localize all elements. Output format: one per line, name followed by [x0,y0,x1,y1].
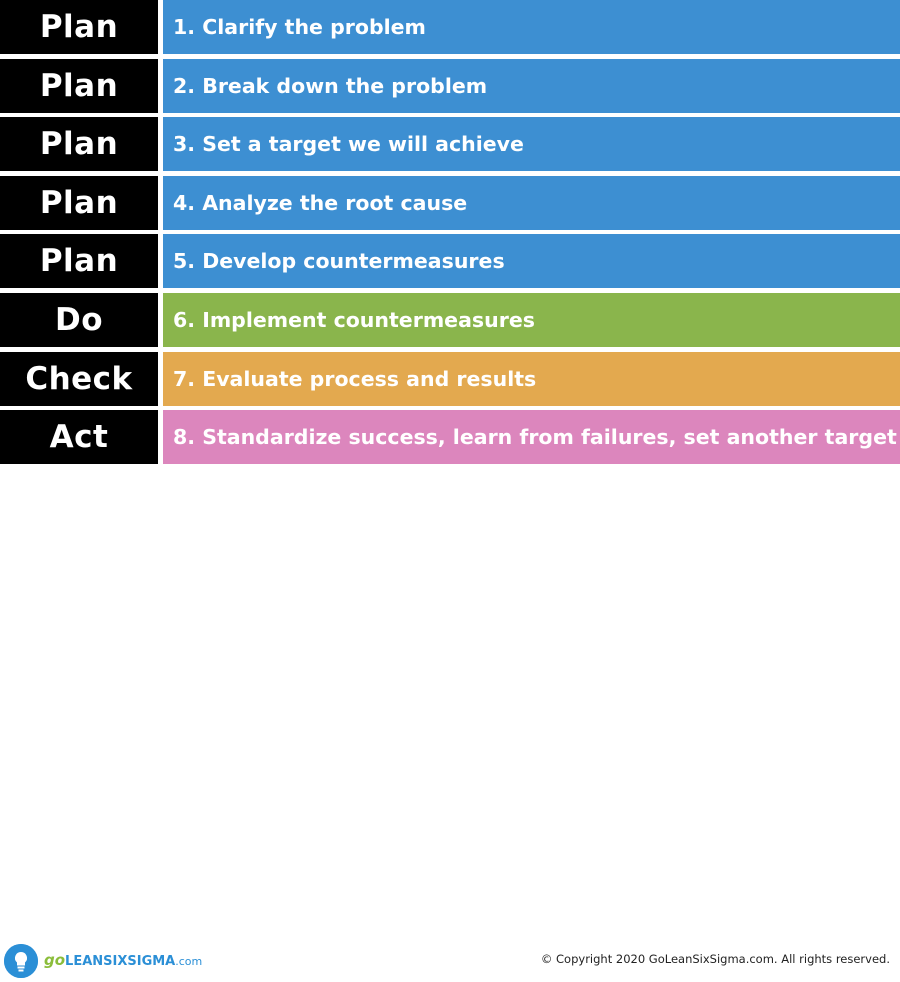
lightbulb-logo-icon [4,944,38,978]
phase-label: Do [0,293,158,347]
logo-name: LEANSIXSIGMA [65,954,176,969]
logo-go: go [44,951,66,969]
phase-label: Plan [0,58,158,113]
phase-label: Act [0,410,158,465]
lightbulb-icon [4,944,38,978]
phase-label: Plan [0,117,158,172]
step-label: 8. Standardize success, learn from failu… [163,410,900,465]
step-label: 4. Analyze the root cause [163,175,900,230]
step-label: 3. Set a target we will achieve [163,117,900,172]
phase-label: Plan [0,175,158,230]
brand-logo[interactable]: goLEANSIXSIGMA.com [44,951,202,969]
step-label: 6. Implement countermeasures [163,293,900,347]
copyright-text: © Copyright 2020 GoLeanSixSigma.com. All… [540,952,890,966]
step-label: 2. Break down the problem [163,58,900,113]
step-label: 7. Evaluate process and results [163,351,900,406]
phase-label: Plan [0,0,158,54]
phase-label: Plan [0,234,158,289]
logo-domain: .com [175,955,203,968]
footer: goLEANSIXSIGMA.com © Copyright 2020 GoLe… [0,468,900,978]
step-label: 5. Develop countermeasures [163,234,900,289]
phase-label: Check [0,351,158,406]
step-label: 1. Clarify the problem [163,0,900,54]
